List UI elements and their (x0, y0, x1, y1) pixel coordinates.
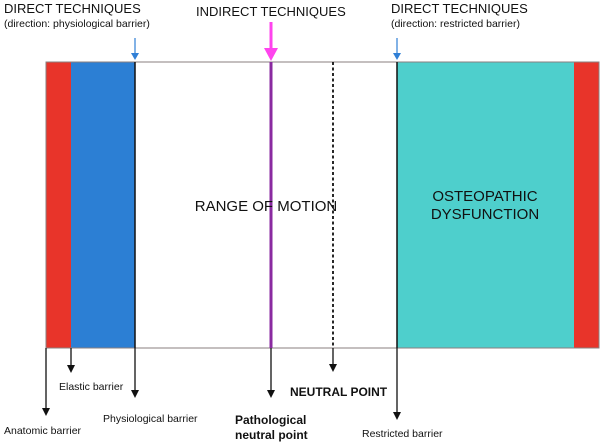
anatomic-barrier-band-left (46, 62, 71, 348)
direct-left-title: DIRECT TECHNIQUES (4, 1, 141, 16)
physiological-barrier-label: Physiological barrier (103, 413, 198, 425)
neutral-point-label: NEUTRAL POINT (290, 385, 388, 399)
pathological-label-line1: Pathological (235, 413, 307, 427)
dysfunction-label-line1: OSTEOPATHIC (432, 188, 538, 205)
anatomic-barrier-band-right (574, 62, 599, 348)
range-of-motion-zone (135, 62, 397, 348)
direct-right-title: DIRECT TECHNIQUES (391, 1, 528, 16)
elastic-barrier-band (71, 62, 135, 348)
pathological-label-line2: neutral point (235, 428, 308, 442)
indirect-title: INDIRECT TECHNIQUES (196, 4, 346, 19)
physiological-barrier-arrow (131, 348, 139, 398)
direct-right-arrow (393, 38, 401, 60)
elastic-barrier-label: Elastic barrier (59, 381, 124, 393)
restricted-barrier-arrow (393, 348, 401, 420)
anatomic-barrier-label: Anatomic barrier (4, 425, 82, 437)
restricted-barrier-label: Restricted barrier (362, 428, 443, 440)
range-of-motion-label: RANGE OF MOTION (194, 198, 338, 215)
elastic-barrier-arrow (67, 348, 75, 373)
direct-left-arrow (131, 38, 139, 60)
osteopathic-dysfunction-band (397, 62, 574, 348)
diagram-frame (45, 61, 600, 349)
indirect-arrow (264, 22, 278, 61)
dysfunction-label-line2: DYSFUNCTION (430, 206, 540, 223)
direct-left-subtitle: (direction: physiological barrier) (4, 18, 150, 30)
direct-right-subtitle: (direction: restricted barrier) (391, 18, 520, 30)
pathological-neutral-arrow (267, 348, 275, 398)
neutral-point-arrow (329, 348, 337, 372)
anatomic-barrier-arrow (42, 348, 50, 416)
